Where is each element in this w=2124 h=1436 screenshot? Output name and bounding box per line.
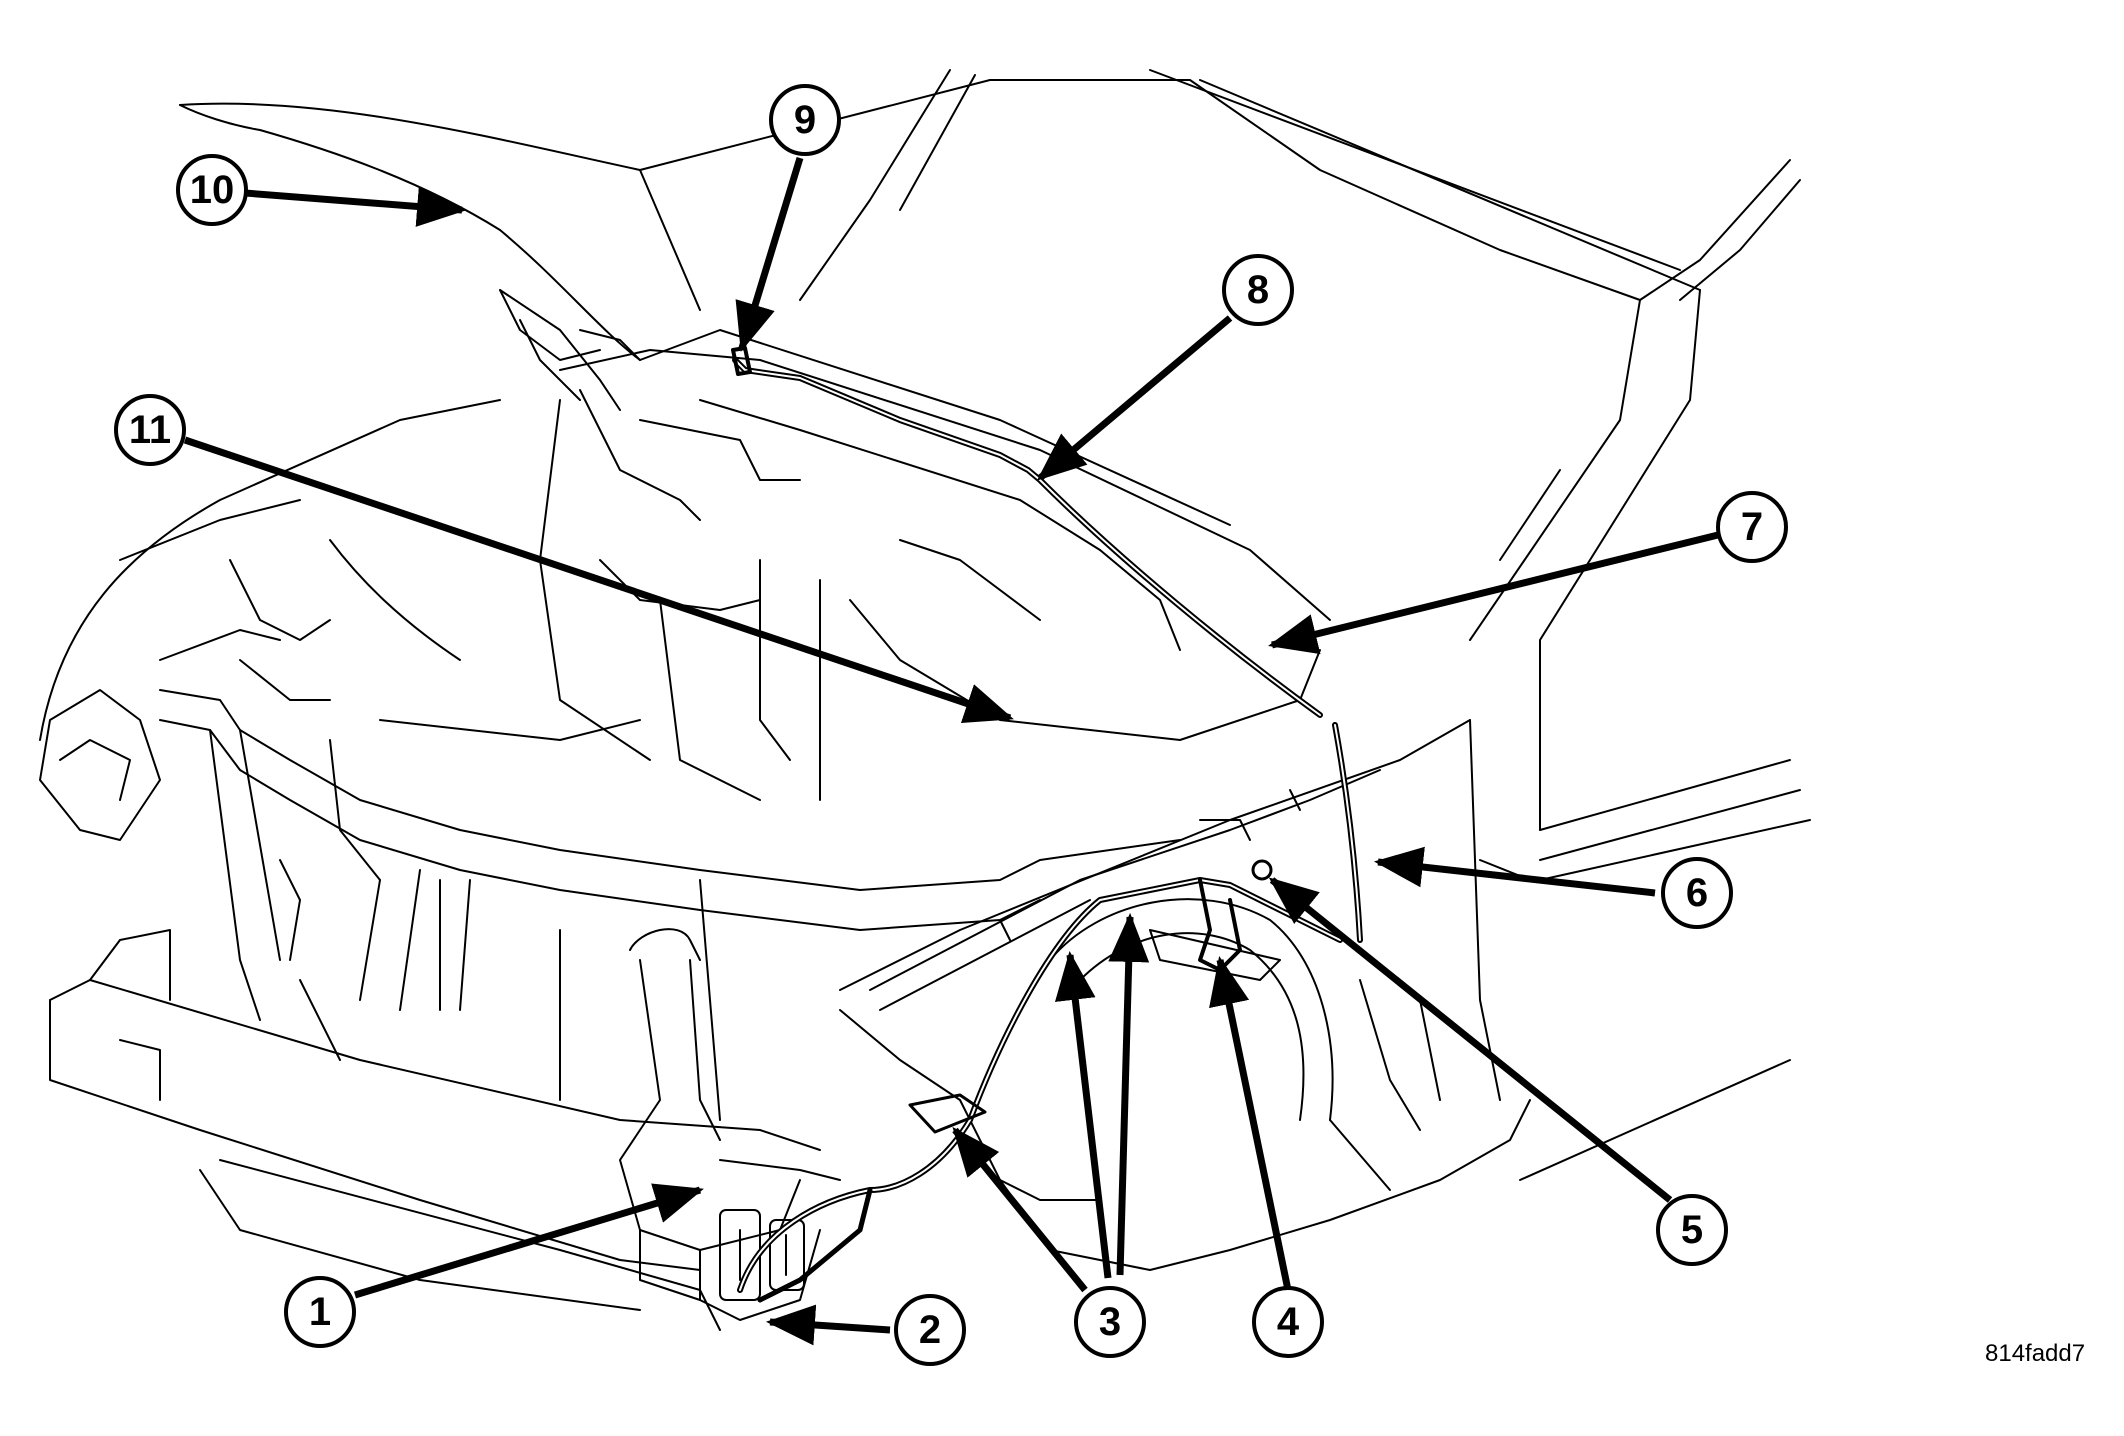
- leader-9: [735, 156, 804, 352]
- left-fender: [39, 399, 641, 881]
- hose-grommet: [1251, 859, 1273, 881]
- callout-10-label: 10: [190, 168, 235, 212]
- right-fender-wheelhouse: [839, 719, 1791, 1271]
- callout-2-label: 2: [919, 1308, 941, 1352]
- callout-4: 4: [1252, 1286, 1324, 1358]
- callout-2: 2: [894, 1294, 966, 1366]
- hood-hose-inner: [734, 359, 1321, 716]
- callout-9: 9: [769, 84, 841, 156]
- leader-6: [1373, 846, 1656, 897]
- cowl-hose: [1332, 722, 1363, 943]
- callouts: 1 2 3 4 5 6 7 8: [114, 84, 1788, 1366]
- hose-clip-bracket: [908, 1093, 987, 1134]
- leader-3b: [1054, 950, 1112, 1279]
- cowl-firewall: [539, 349, 1331, 801]
- fender-flange: [869, 769, 1381, 1011]
- front-bumper: [49, 879, 821, 1331]
- leader-2: [765, 1304, 891, 1346]
- leader-7: [1268, 531, 1719, 655]
- washer-hose-routing: [731, 346, 1363, 1303]
- callout-8-label: 8: [1247, 268, 1269, 312]
- leader-4: [1209, 956, 1292, 1291]
- cowl-hose-inner: [1334, 724, 1361, 941]
- leader-8: [1036, 315, 1233, 481]
- leader-3a: [952, 1126, 1088, 1293]
- callout-3-label: 3: [1099, 1300, 1121, 1344]
- callout-9-label: 9: [794, 98, 816, 142]
- callout-1-label: 1: [309, 1290, 331, 1334]
- hood-hinge: [499, 289, 641, 411]
- vehicle-line-art: [39, 69, 1811, 1331]
- wheel-well-liner: [1149, 929, 1281, 981]
- leader-10: [244, 186, 467, 227]
- figure-id: 814fadd7: [1985, 1340, 2086, 1367]
- callout-5-label: 5: [1681, 1208, 1703, 1252]
- fender-hose-inner: [739, 879, 1341, 1291]
- fender-hose: [737, 877, 1343, 1293]
- callout-5: 5: [1656, 1194, 1728, 1266]
- check-valve-loop: [1198, 878, 1242, 972]
- windshield-frame: [1469, 159, 1811, 881]
- radiator-support: [159, 689, 1181, 1021]
- callout-8: 8: [1222, 254, 1294, 326]
- callout-7: 7: [1716, 491, 1788, 563]
- callout-11: 11: [114, 394, 186, 466]
- leader-11: [183, 436, 1014, 724]
- callout-11-label: 11: [129, 408, 171, 452]
- callout-4-label: 4: [1277, 1300, 1300, 1344]
- washer-reservoir: [619, 928, 841, 1321]
- fender-hose-branch: [757, 1187, 873, 1303]
- callout-7-label: 7: [1741, 505, 1763, 549]
- callout-3: 3: [1074, 1286, 1146, 1358]
- leader-3c: [1108, 912, 1150, 1276]
- callout-6: 6: [1661, 857, 1733, 929]
- callout-10: 10: [176, 154, 248, 226]
- callout-1: 1: [284, 1276, 356, 1348]
- leader-1: [353, 1183, 704, 1299]
- hood-hose: [732, 357, 1323, 718]
- leader-5: [1268, 877, 1673, 1203]
- washer-pump: [719, 1209, 805, 1301]
- leader-arrows: [183, 156, 1719, 1346]
- callout-6-label: 6: [1686, 871, 1708, 915]
- hood-panel: [179, 69, 1701, 526]
